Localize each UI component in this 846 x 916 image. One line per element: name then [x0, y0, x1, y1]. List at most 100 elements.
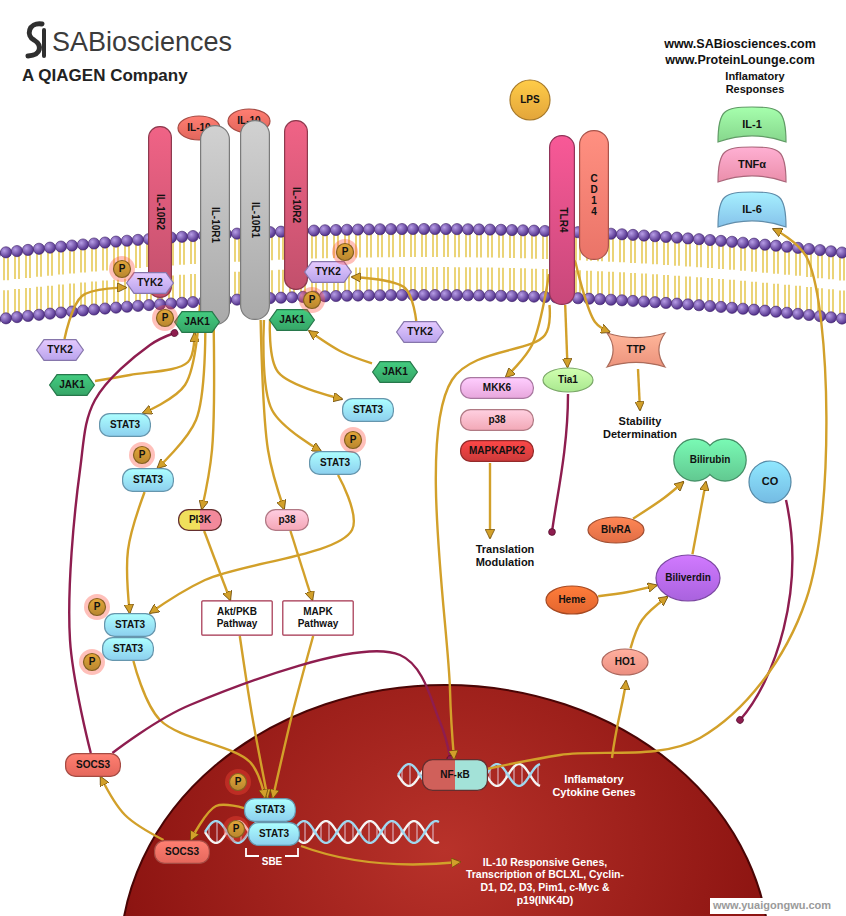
lipid-head [704, 234, 715, 245]
signal-arrow [436, 305, 550, 759]
node-outline [37, 340, 84, 361]
node-outline [550, 136, 575, 305]
protein-pill: MKK6 [460, 377, 534, 399]
protein-oval: HO1 [601, 648, 649, 676]
node-outline [546, 586, 598, 614]
cytokine-cap: IL-1 [717, 106, 787, 144]
phosphate-circle: P [229, 773, 247, 791]
phosphate-circle: P [344, 431, 362, 449]
lipid-head [671, 298, 682, 309]
lipid-tail [37, 253, 41, 311]
lipid-tail [92, 248, 96, 306]
lipid-head [770, 306, 781, 317]
node-outline [588, 517, 644, 543]
lipid-head [693, 234, 704, 245]
node-text: IL-6 [742, 203, 762, 216]
lipid-head [88, 304, 99, 315]
lipid-head [352, 290, 363, 301]
node-outline [656, 555, 720, 601]
molecule-circle: CO [748, 460, 792, 504]
node-outline [245, 799, 296, 822]
node-text: CO [762, 475, 779, 488]
phosphate-glow [332, 239, 358, 265]
lipid-head [330, 290, 341, 301]
node-text: STAT3 [320, 457, 350, 469]
protein-oval: BlvRA [587, 516, 645, 544]
node-text: JAK1 [59, 379, 85, 391]
node-text: SOCS3 [165, 846, 199, 858]
dna-rung [408, 824, 409, 841]
lipid-head [506, 290, 517, 301]
lipid-tail [444, 233, 448, 291]
node-outline [543, 368, 593, 392]
lipid-head [726, 302, 737, 313]
phosphate-circle: P [336, 243, 354, 261]
receptor-band: IL-10R1 [240, 120, 270, 320]
node-text: P [342, 246, 349, 258]
lipid-head [792, 308, 803, 319]
lipid-tail [180, 241, 184, 299]
phosphate-glow [152, 305, 178, 331]
node-outline [266, 510, 309, 531]
lipid-head [88, 238, 99, 249]
lipid-head [341, 224, 352, 235]
lipid-head [638, 230, 649, 241]
lipid-head [363, 224, 374, 235]
lipid-head [110, 236, 121, 247]
lipid-head [660, 231, 671, 242]
lipid-head [539, 225, 550, 236]
lipid-tail [609, 238, 613, 296]
phosphate-circle: P [303, 291, 321, 309]
lipid-head [385, 224, 396, 235]
node-text: P [235, 776, 242, 788]
node-text: STAT3 [353, 404, 383, 416]
node-text: JAK1 [382, 366, 408, 378]
phosphate-glow [225, 769, 251, 795]
lipid-head [33, 309, 44, 320]
kinase-hexagon: JAK1 [174, 311, 220, 333]
lipid-tail [488, 234, 492, 292]
lipid-tail [840, 257, 844, 315]
lipid-head [660, 297, 671, 308]
lipid-head [484, 290, 495, 301]
lipid-head [825, 312, 836, 323]
node-outline [157, 310, 174, 327]
lipid-head [781, 241, 792, 252]
lipid-head [187, 296, 198, 307]
lipid-head [693, 300, 704, 311]
dna-rung [409, 764, 410, 786]
lipid-head [495, 290, 506, 301]
node-outline [510, 80, 550, 120]
node-text: MAPKAPK2 [469, 445, 525, 457]
node-outline [114, 261, 131, 278]
lipid-head [55, 241, 66, 252]
node-text: IL-10R1 [209, 207, 221, 243]
lipid-head [528, 225, 539, 236]
signal-arrow [352, 277, 416, 321]
node-text: MAPK Pathway [288, 606, 348, 630]
lipid-head [517, 291, 528, 302]
lipid-head [616, 295, 627, 306]
signal-arrow [290, 531, 312, 600]
signal-arrow [150, 475, 354, 613]
lipid-head [440, 289, 451, 300]
node-outline [201, 126, 230, 325]
lipid-tail [422, 233, 426, 291]
lipid-head [275, 292, 286, 303]
phosphate-glow [129, 442, 155, 468]
lipid-tail [411, 233, 415, 291]
node-text: LPS [520, 94, 539, 106]
signal-arrow [64, 288, 126, 339]
lipid-head [682, 299, 693, 310]
lipid-head [352, 224, 363, 235]
kinase-hexagon: TYK2 [36, 339, 84, 361]
signal-arrow [101, 777, 164, 840]
lipid-tail [48, 252, 52, 310]
node-outline [175, 312, 220, 333]
lipid-head [66, 240, 77, 251]
inhibition-line [112, 651, 450, 759]
signal-arrow [95, 333, 195, 381]
lipid-head [726, 236, 737, 247]
lipid-head [605, 294, 616, 305]
lipid-head [495, 224, 506, 235]
